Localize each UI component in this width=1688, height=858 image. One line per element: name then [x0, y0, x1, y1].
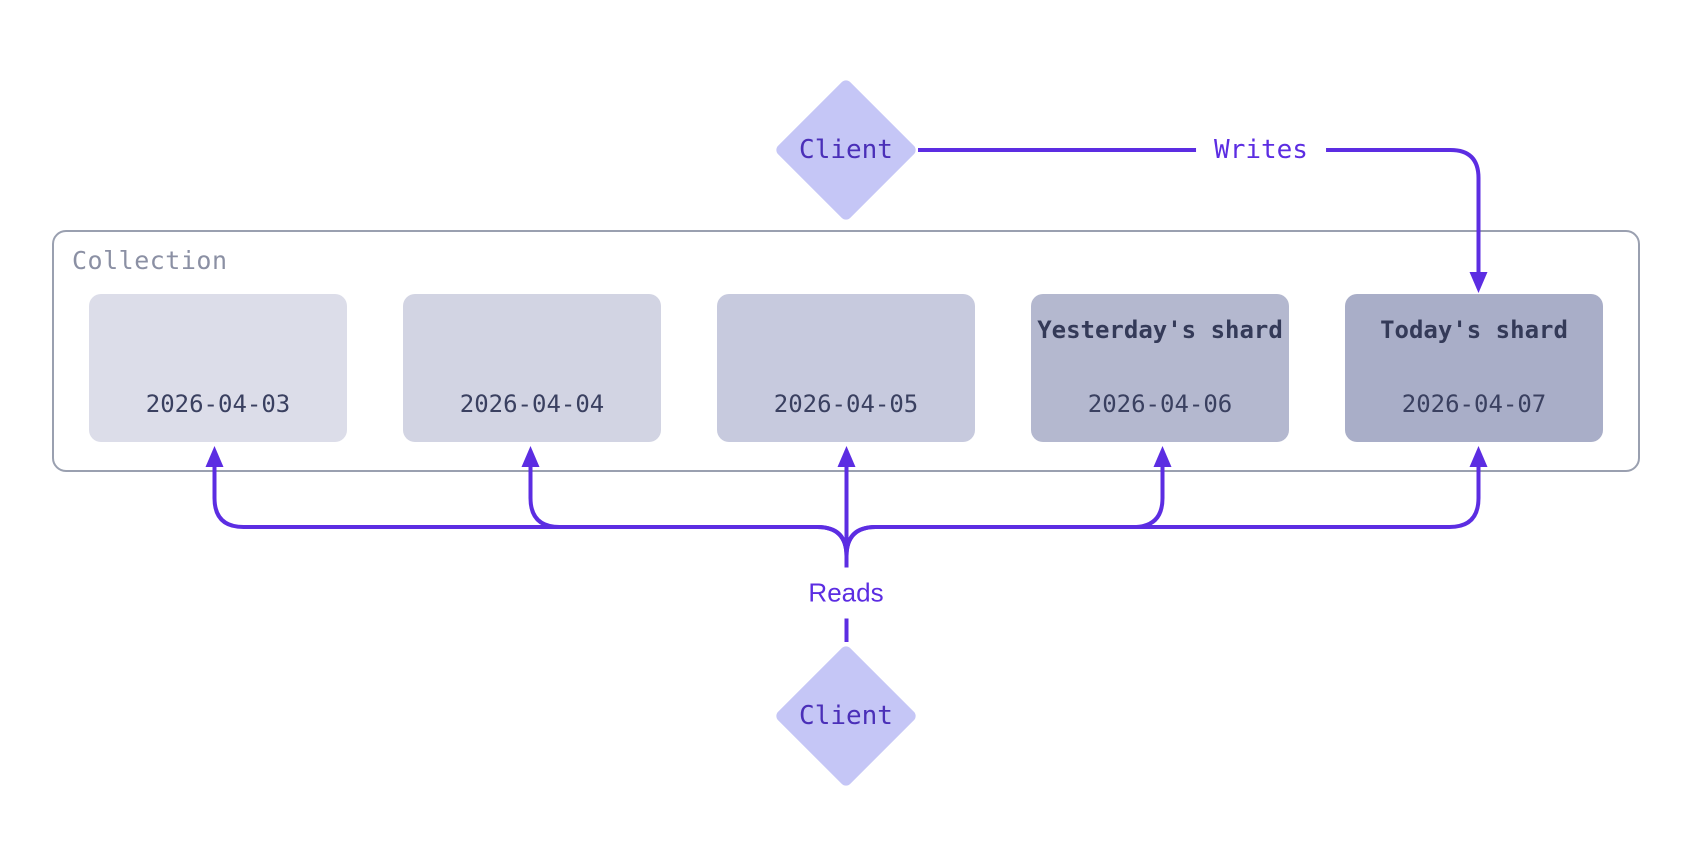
writes-client-label: Client	[799, 135, 893, 165]
shard-date: 2026-04-06	[1087, 390, 1233, 418]
shard-box-today: Today's shard 2026-04-07	[1345, 294, 1603, 442]
reads-client-label: Client	[799, 701, 893, 731]
collection-container: Collection 2026-04-03 2026-04-04 2026-04…	[52, 230, 1640, 472]
writes-edge-label: Writes	[1196, 133, 1326, 167]
shard-title: Today's shard	[1380, 316, 1568, 344]
reads-edge-shard5	[844, 462, 1481, 642]
reads-edge-label: Reads	[794, 567, 898, 619]
shard-box-yesterday: Yesterday's shard 2026-04-06	[1031, 294, 1289, 442]
shard-date: 2026-04-04	[459, 390, 605, 418]
shard-date: 2026-04-05	[773, 390, 919, 418]
shard-date: 2026-04-07	[1401, 390, 1547, 418]
shard-box-2026-04-05: 2026-04-05	[717, 294, 975, 442]
shard-title: Yesterday's shard	[1037, 316, 1283, 344]
shard-row: 2026-04-03 2026-04-04 2026-04-05 Yesterd…	[89, 294, 1603, 442]
reads-edge-shard1	[212, 462, 849, 642]
shard-box-2026-04-03: 2026-04-03	[89, 294, 347, 442]
shard-box-2026-04-04: 2026-04-04	[403, 294, 661, 442]
collection-label: Collection	[72, 246, 228, 275]
shard-date: 2026-04-03	[145, 390, 291, 418]
